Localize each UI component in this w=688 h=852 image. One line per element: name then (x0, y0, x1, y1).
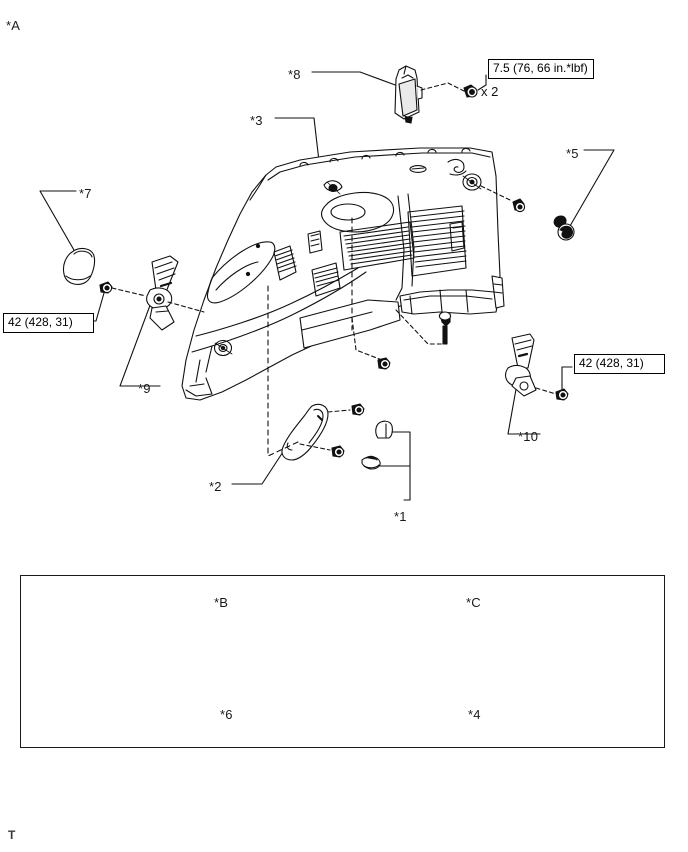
leader-line-10 (507, 377, 541, 435)
assembly-line-left (111, 287, 147, 297)
alignment-line-left (267, 285, 299, 457)
leader-line-5 (569, 149, 615, 227)
part-8-module (394, 65, 423, 124)
assembly-line-9 (167, 301, 205, 313)
assembly-line-8 (420, 82, 467, 93)
assembly-line-10 (535, 387, 557, 395)
legend-panel (20, 575, 665, 748)
callout-label-7: *7 (79, 186, 92, 201)
torque-spec-upper-right: 7.5 (76, 66 in.*lbf) (488, 59, 594, 79)
part-1-clip-lower (361, 455, 381, 470)
screw-panel-lower (377, 357, 391, 370)
leader-line-7 (39, 190, 83, 265)
callout-label-3: *3 (250, 113, 263, 128)
callout-label-1: *1 (394, 509, 407, 524)
torque-spec-right: 42 (428, 31) (574, 354, 665, 374)
bolt-10 (555, 388, 569, 401)
leader-line-2 (231, 431, 297, 485)
vent-lower-small (311, 262, 341, 297)
vent-center (339, 221, 415, 271)
callout-label-8: *8 (288, 67, 301, 82)
leader-line-9 (119, 299, 161, 387)
legend-detail-label-C: *C (466, 595, 481, 610)
legend-detail-label-B: *B (214, 595, 229, 610)
leader-line-3 (274, 117, 321, 171)
torque-spec-left: 42 (428, 31) (3, 313, 94, 333)
assembly-line-panel-lower (351, 317, 383, 361)
assembly-line-2a (327, 409, 351, 413)
bolt-grip-lower (331, 445, 345, 458)
bracket-1 (391, 431, 411, 501)
bolt-grip-upper (351, 403, 365, 416)
screw-panel-right (438, 311, 452, 345)
torque-pointer-10 (561, 366, 573, 391)
callout-label-2: *2 (209, 479, 222, 494)
part-5-clip (553, 215, 575, 241)
callout-label-A: *A (6, 18, 21, 33)
part-9-belt-anchor (146, 255, 179, 331)
part-3-quarter-trim-panel (181, 147, 505, 401)
vent-right (407, 205, 467, 277)
callout-label-10: *10 (518, 429, 539, 444)
bolt-left (99, 281, 113, 294)
bottom-corner-mark: T (8, 828, 16, 842)
bolt-quantity-label: x 2 (481, 84, 499, 99)
part-1-clip-upper (375, 420, 393, 439)
vent-left-small (273, 245, 297, 281)
bolt-8 (463, 84, 478, 98)
assembly-line-panel-right (395, 309, 447, 345)
callout-label-5: *5 (566, 146, 579, 161)
legend-part-label-4: *4 (468, 707, 481, 722)
callout-label-9: *9 (138, 381, 151, 396)
assembly-line-2b (299, 443, 331, 451)
assembly-line-right-upper (480, 185, 511, 201)
part-2-assist-grip (281, 403, 329, 461)
bolt-right-upper (512, 198, 526, 213)
part-10-belt-anchor (505, 333, 537, 397)
part-7-cover-cap (62, 247, 96, 285)
legend-part-label-6: *6 (220, 707, 233, 722)
leader-line-8 (311, 71, 399, 87)
